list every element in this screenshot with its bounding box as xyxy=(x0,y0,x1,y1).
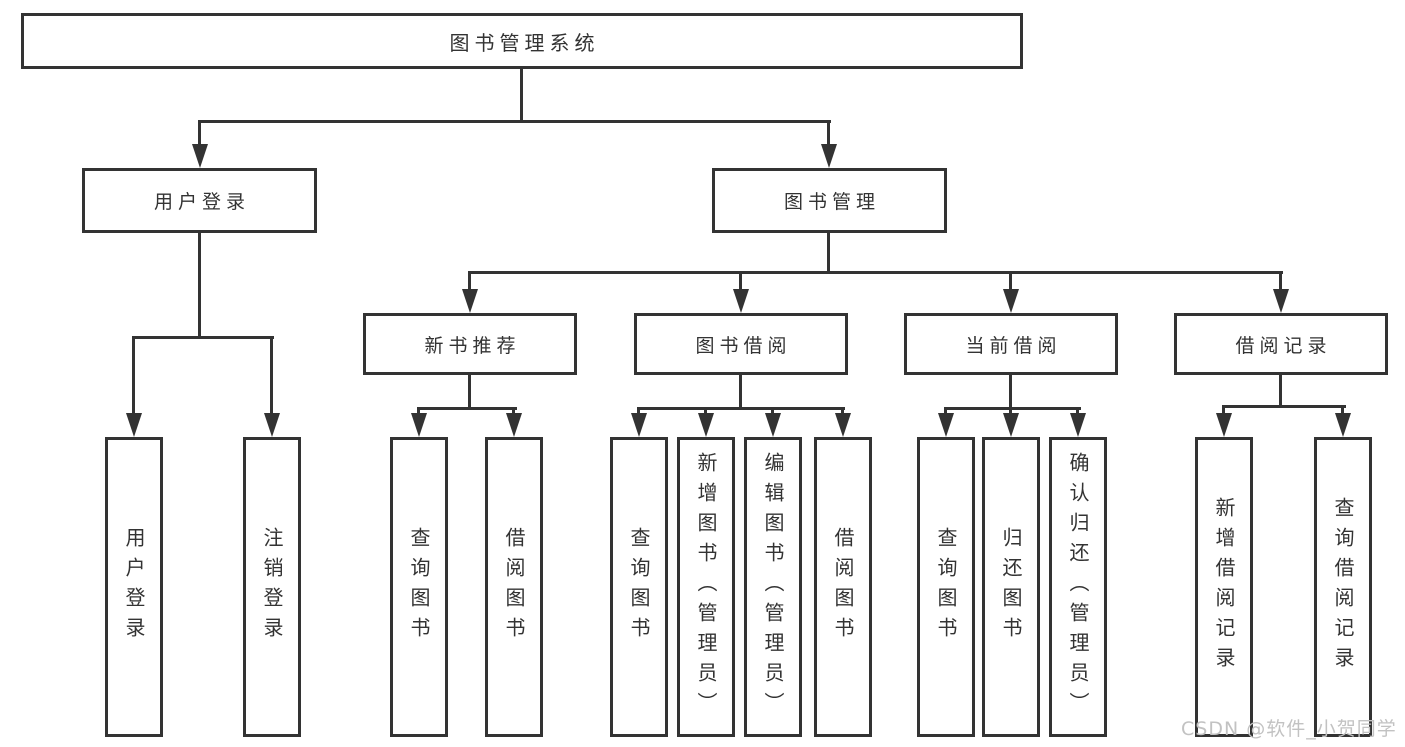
leaf-label: 借阅图书 xyxy=(831,527,855,647)
leaf-label: 注销登录 xyxy=(260,527,284,647)
node-label: 用户登录 xyxy=(153,191,250,213)
node-label: 图书借阅 xyxy=(695,334,792,357)
connector-line xyxy=(468,271,1283,274)
connector-line xyxy=(944,407,1081,410)
arrow-down-icon xyxy=(411,413,427,437)
node-label: 新书推荐 xyxy=(424,334,521,357)
arrow-down-icon xyxy=(821,144,837,168)
node-label: 图书管理系统 xyxy=(449,30,600,55)
connector-line xyxy=(468,273,471,291)
connector-line xyxy=(1222,405,1346,408)
node-book-borrow: 图书借阅 xyxy=(634,313,848,375)
connector-line xyxy=(198,122,201,146)
node-user-login: 用户登录 xyxy=(82,168,317,233)
arrow-down-icon xyxy=(733,289,749,313)
connector-line xyxy=(198,120,831,123)
leaf-query-books-3: 查询图书 xyxy=(917,437,975,737)
leaf-query-borrow-record: 查询借阅记录 xyxy=(1314,437,1372,737)
arrow-down-icon xyxy=(1335,413,1351,437)
node-label: 借阅记录 xyxy=(1235,334,1332,357)
connector-line xyxy=(417,407,517,410)
connector-line xyxy=(739,273,742,291)
node-label: 图书管理 xyxy=(783,191,880,213)
leaf-add-books-admin: 新增图书（管理员） xyxy=(677,437,735,737)
connector-line xyxy=(468,375,471,409)
leaf-query-books-1: 查询图书 xyxy=(390,437,448,737)
connector-line xyxy=(1279,375,1282,407)
arrow-down-icon xyxy=(264,413,280,437)
connector-line xyxy=(827,122,830,146)
leaf-label: 确认归还（管理员） xyxy=(1066,452,1090,722)
connector-line xyxy=(1222,407,1225,417)
arrow-down-icon xyxy=(1216,413,1232,437)
arrow-down-icon xyxy=(765,413,781,437)
arrow-down-icon xyxy=(631,413,647,437)
csdn-watermark: CSDN @软件_小贺同学 xyxy=(1181,718,1397,740)
leaf-borrow-books-2: 借阅图书 xyxy=(814,437,872,737)
node-root-library-system: 图书管理系统 xyxy=(21,13,1023,69)
leaf-confirm-return-admin: 确认归还（管理员） xyxy=(1049,437,1107,737)
arrow-down-icon xyxy=(126,413,142,437)
connector-line xyxy=(739,375,742,409)
arrow-down-icon xyxy=(1273,289,1289,313)
leaf-add-borrow-record: 新增借阅记录 xyxy=(1195,437,1253,737)
connector-line xyxy=(132,336,274,339)
leaf-label: 编辑图书（管理员） xyxy=(761,452,785,722)
leaf-label: 查询图书 xyxy=(934,527,958,647)
connector-line xyxy=(1279,273,1282,291)
leaf-label: 查询图书 xyxy=(627,527,651,647)
leaf-label: 借阅图书 xyxy=(502,527,526,647)
node-book-management: 图书管理 xyxy=(712,168,947,233)
arrow-down-icon xyxy=(1003,289,1019,313)
arrow-down-icon xyxy=(835,413,851,437)
arrow-down-icon xyxy=(192,144,208,168)
node-borrow-records: 借阅记录 xyxy=(1174,313,1388,375)
connector-line xyxy=(827,233,830,273)
leaf-query-books-2: 查询图书 xyxy=(610,437,668,737)
arrow-down-icon xyxy=(462,289,478,313)
connector-line xyxy=(132,338,135,416)
connector-line xyxy=(1009,375,1012,409)
leaf-label: 查询图书 xyxy=(407,527,431,647)
connector-line xyxy=(637,407,845,410)
connector-line xyxy=(520,69,523,122)
leaf-label: 用户登录 xyxy=(122,527,146,647)
leaf-logout: 注销登录 xyxy=(243,437,301,737)
node-new-book-recommend: 新书推荐 xyxy=(363,313,577,375)
leaf-label: 查询借阅记录 xyxy=(1331,497,1355,677)
leaf-borrow-books-1: 借阅图书 xyxy=(485,437,543,737)
arrow-down-icon xyxy=(698,413,714,437)
connector-line xyxy=(1341,407,1344,417)
connector-line xyxy=(1009,273,1012,291)
connector-line xyxy=(270,338,273,416)
arrow-down-icon xyxy=(506,413,522,437)
arrow-down-icon xyxy=(1003,413,1019,437)
leaf-label: 新增借阅记录 xyxy=(1212,497,1236,677)
leaf-label: 归还图书 xyxy=(999,527,1023,647)
connector-line xyxy=(198,233,201,339)
leaf-return-books: 归还图书 xyxy=(982,437,1040,737)
leaf-user-login: 用户登录 xyxy=(105,437,163,737)
arrow-down-icon xyxy=(1070,413,1086,437)
leaf-label: 新增图书（管理员） xyxy=(694,452,718,722)
node-current-borrow: 当前借阅 xyxy=(904,313,1118,375)
arrow-down-icon xyxy=(938,413,954,437)
leaf-edit-books-admin: 编辑图书（管理员） xyxy=(744,437,802,737)
node-label: 当前借阅 xyxy=(965,334,1062,357)
